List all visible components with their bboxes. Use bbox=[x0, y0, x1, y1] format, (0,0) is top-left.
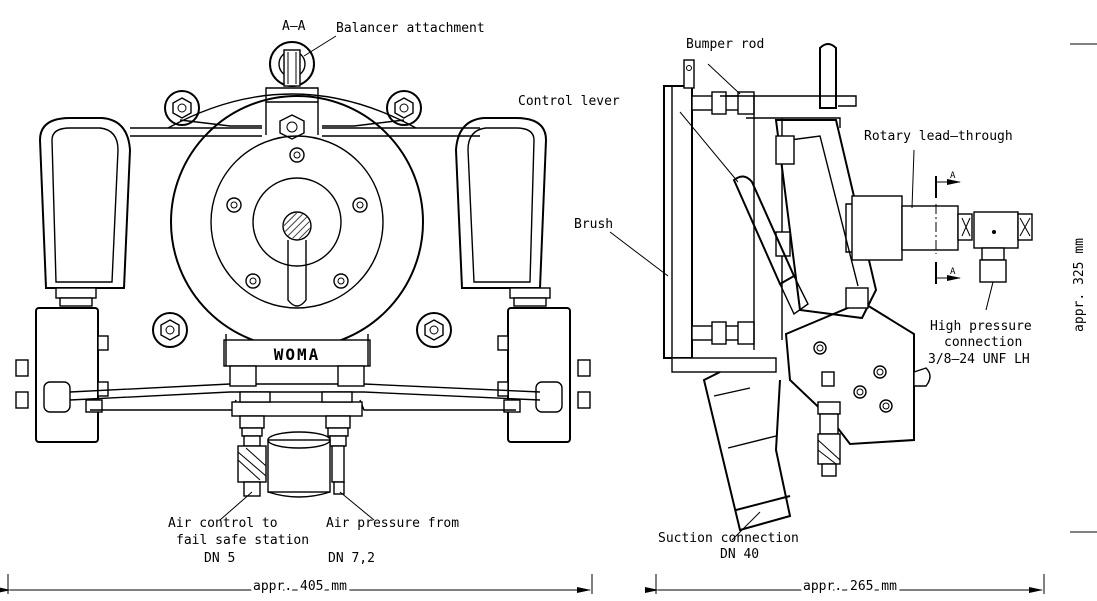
rotary-lead-through bbox=[901, 149, 1033, 311]
control-lever bbox=[679, 111, 809, 316]
suction-dn-label: DN 40 bbox=[720, 547, 759, 562]
side-coupling bbox=[817, 401, 841, 477]
front-view: WOMA bbox=[0, 19, 593, 597]
side-view: A A bbox=[518, 37, 1097, 597]
bottom-nut-left bbox=[152, 312, 188, 348]
section-mark-bottom: A bbox=[950, 267, 956, 277]
side-width-dimension: appr. 265 mm bbox=[803, 579, 897, 594]
section-mark: A–A bbox=[282, 19, 306, 34]
section-line: A A bbox=[935, 171, 961, 284]
left-valve-block bbox=[15, 307, 109, 443]
suction-stub-front bbox=[267, 431, 331, 498]
bumper-rod-label: Bumper rod bbox=[686, 37, 764, 52]
brush-label: Brush bbox=[574, 217, 613, 232]
air-control-label-2: fail safe station bbox=[176, 533, 309, 548]
top-nut-left bbox=[164, 90, 200, 126]
control-lever-label: Control lever bbox=[518, 94, 620, 109]
brush bbox=[663, 59, 777, 373]
air-control-coupling bbox=[237, 415, 267, 497]
section-mark-top: A bbox=[950, 171, 956, 181]
air-control-label-1: Air control to bbox=[168, 516, 278, 531]
motor-housing: WOMA bbox=[170, 95, 424, 367]
air-pressure-coupling bbox=[325, 415, 351, 495]
air-pressure-dn: DN 7,2 bbox=[328, 551, 375, 566]
side-body bbox=[774, 119, 903, 320]
top-nut-right bbox=[386, 90, 422, 126]
bottom-nut-right bbox=[416, 312, 452, 348]
height-dimension: appr. 325 mm bbox=[1072, 238, 1087, 332]
air-control-dn: DN 5 bbox=[204, 551, 235, 566]
front-width-dimension: appr. 405 mm bbox=[253, 579, 347, 594]
side-valve-block bbox=[784, 287, 931, 446]
balancer-attachment-label: Balancer attachment bbox=[336, 21, 485, 36]
balancer-eye bbox=[265, 41, 319, 140]
air-pressure-label: Air pressure from bbox=[326, 516, 459, 531]
high-pressure-label-2: connection bbox=[944, 335, 1022, 350]
high-pressure-label-3: 3/8–24 UNF LH bbox=[928, 352, 1030, 367]
suction-connection-label: Suction connection bbox=[658, 531, 799, 546]
right-valve-block bbox=[497, 307, 591, 443]
right-handle bbox=[454, 117, 551, 307]
high-pressure-label-1: High pressure bbox=[930, 319, 1032, 334]
brand-label: WOMA bbox=[274, 345, 321, 364]
left-handle bbox=[38, 117, 132, 307]
suction-tube bbox=[702, 371, 792, 541]
rotary-lead-through-label: Rotary lead–through bbox=[864, 129, 1013, 144]
